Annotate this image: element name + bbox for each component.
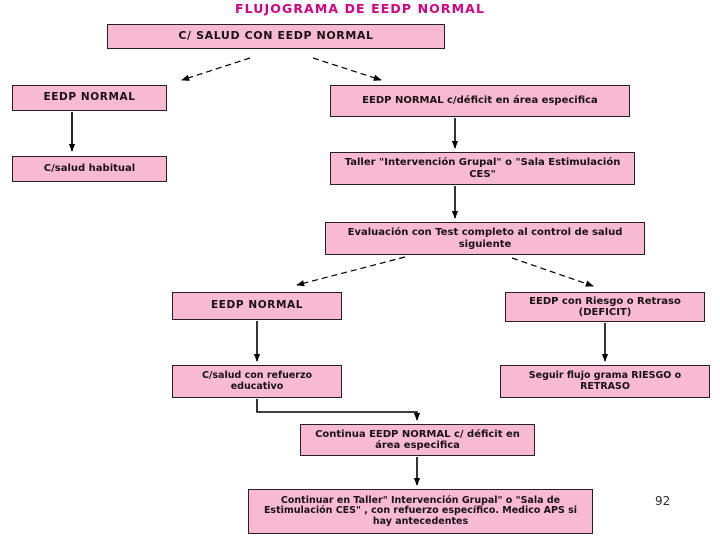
- node-eedp-normal-lower[interactable]: EEDP NORMAL: [172, 292, 342, 320]
- page-title: FLUJOGRAMA DE EEDP NORMAL: [234, 1, 486, 16]
- node-continuar-taller-refuerzo[interactable]: Continuar en Taller" Intervención Grupal…: [248, 489, 593, 534]
- edge-n1-n2: [181, 57, 251, 81]
- node-c-salud-habitual[interactable]: C/salud habitual: [12, 156, 167, 182]
- node-label: Evaluación con Test completo al control …: [347, 227, 623, 250]
- page-number: 92: [655, 494, 671, 508]
- node-taller-intervencion-grupal[interactable]: Taller "Intervención Grupal" o "Sala Est…: [330, 152, 635, 185]
- node-eedp-riesgo-retraso[interactable]: EEDP con Riesgo o Retraso (DEFICIT): [505, 292, 705, 322]
- node-label: Continuar en Taller" Intervención Grupal…: [263, 494, 578, 527]
- node-label: EEDP NORMAL: [210, 299, 304, 312]
- node-label: EEDP NORMAL: [43, 91, 136, 104]
- node-label: Seguir flujo grama RIESGO o RETRASO: [528, 369, 682, 392]
- node-label: C/salud con refuerzo educativo: [201, 369, 313, 392]
- node-eedp-normal-con-deficit[interactable]: EEDP NORMAL c/déficit en área especifica: [330, 85, 630, 117]
- node-label: C/ SALUD CON EEDP NORMAL: [178, 29, 374, 43]
- edge-n6-n8: [511, 257, 594, 287]
- node-label: Continua EEDP NORMAL c/ déficit en área …: [315, 428, 520, 451]
- node-label: Taller "Intervención Grupal" o "Sala Est…: [344, 157, 621, 180]
- node-evaluacion-test-completo[interactable]: Evaluación con Test completo al control …: [325, 222, 645, 255]
- edge-n6-n7: [296, 256, 406, 287]
- node-c-salud-refuerzo-educativo[interactable]: C/salud con refuerzo educativo: [172, 365, 342, 398]
- node-label: C/salud habitual: [43, 163, 136, 175]
- node-label: EEDP con Riesgo o Retraso (DEFICIT): [529, 295, 681, 318]
- node-eedp-normal-left[interactable]: EEDP NORMAL: [12, 85, 167, 111]
- node-seguir-flujograma-riesgo[interactable]: Seguir flujo grama RIESGO o RETRASO: [500, 365, 710, 398]
- edge-n1-n3: [312, 57, 382, 81]
- node-c-salud-con-eedp-normal[interactable]: C/ SALUD CON EEDP NORMAL: [107, 24, 445, 49]
- node-continua-eedp-normal[interactable]: Continua EEDP NORMAL c/ déficit en área …: [300, 424, 535, 456]
- edge-n9-n11: [256, 399, 421, 421]
- node-label: EEDP NORMAL c/déficit en área especifica: [362, 95, 598, 107]
